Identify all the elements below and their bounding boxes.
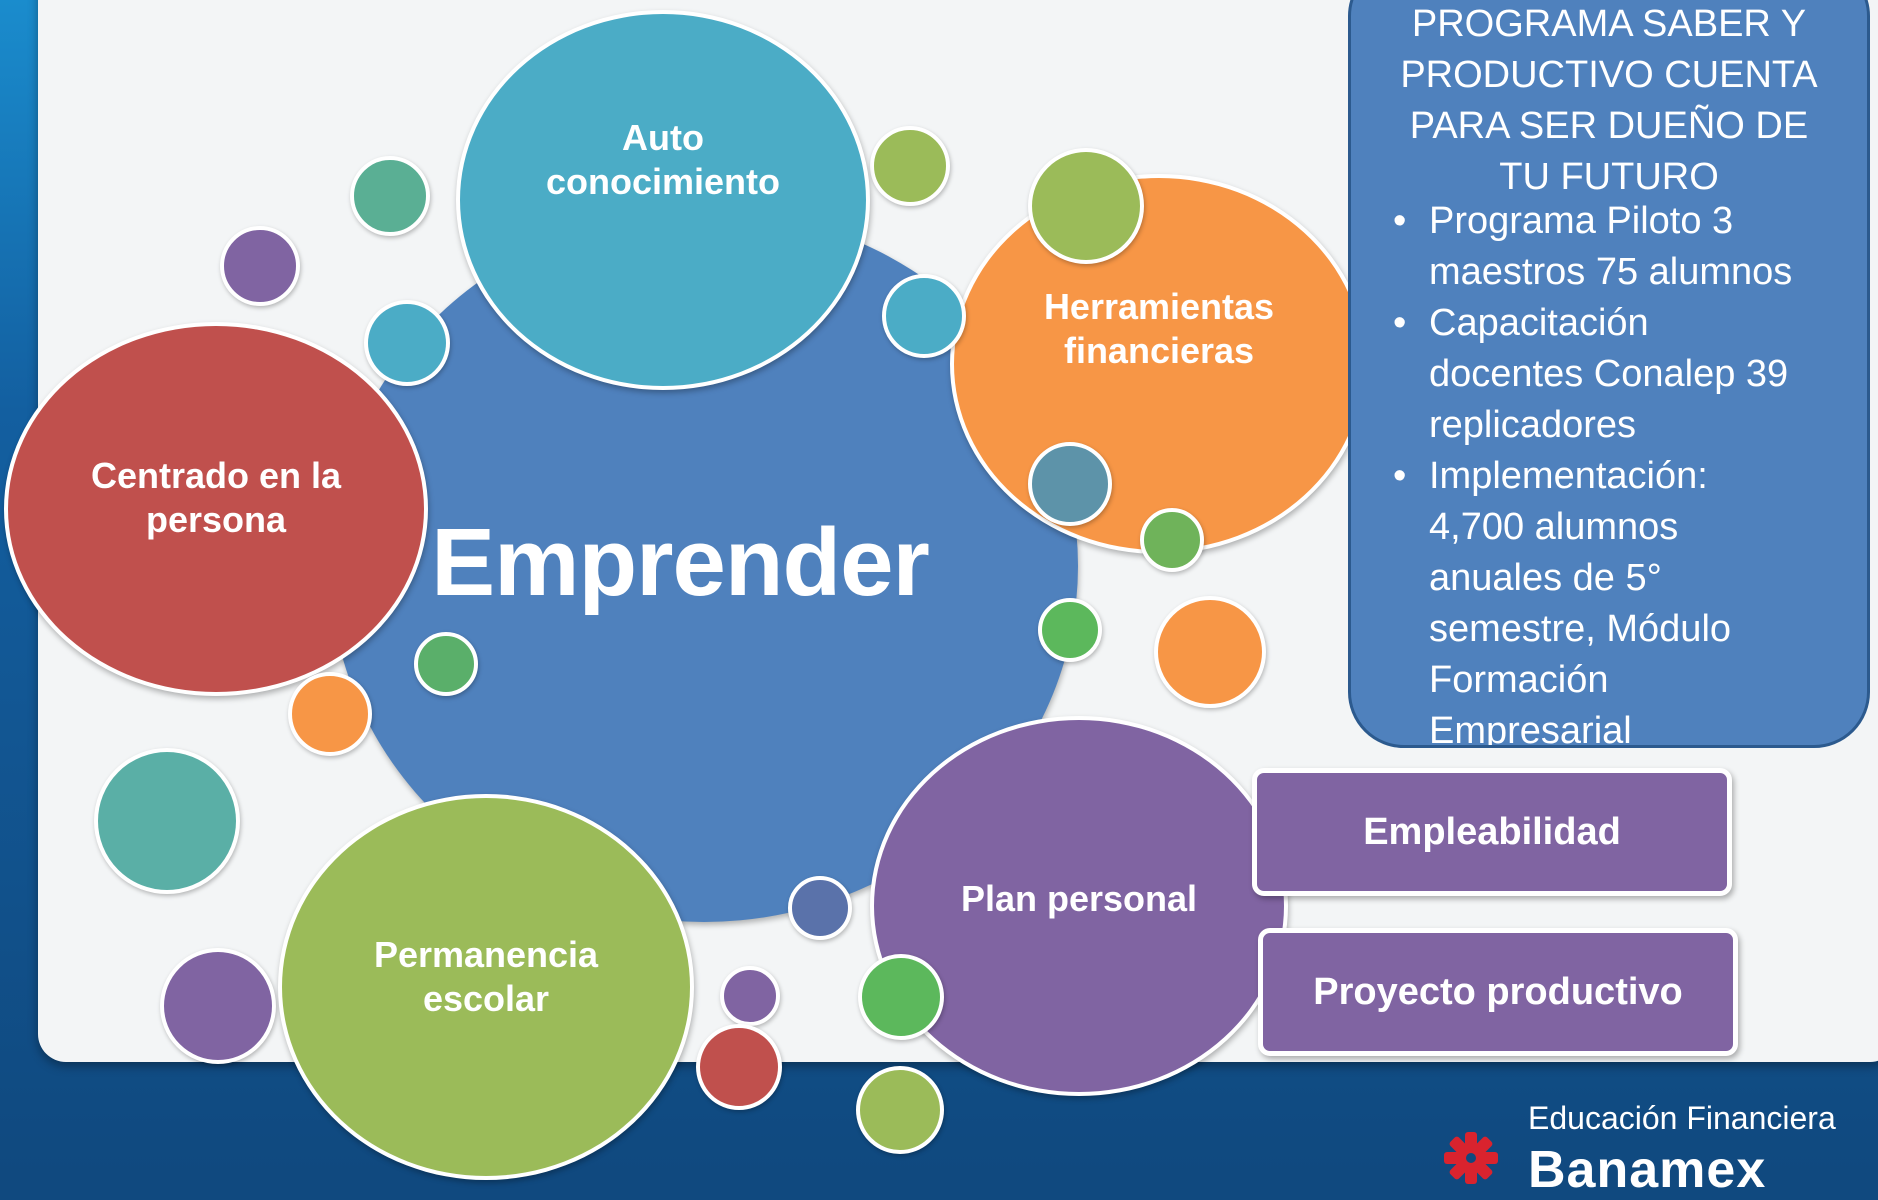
permanencia-circle: Permanencia escolar	[278, 794, 694, 1180]
dot-purple-small	[220, 226, 300, 306]
centrado-circle: Centrado en la persona	[4, 322, 428, 696]
dot-teal-under-auto	[364, 300, 450, 386]
plan-personal-circle: Plan personal	[870, 716, 1288, 1096]
centrado-label-line2: persona	[145, 499, 287, 540]
permanencia-label-line1: Permanencia	[373, 934, 599, 976]
proyecto-productivo-label: Proyecto productivo	[1313, 970, 1683, 1013]
bullet-implementacion-line1: Implementación:	[1429, 455, 1708, 497]
permanencia-label-line2: escolar	[422, 978, 550, 1019]
herramientas-label-line2: financieras	[1063, 330, 1255, 371]
auto-label-line1: Auto	[622, 117, 704, 159]
program-bullet-list: Programa Piloto 3 maestros 75 alumnos Ca…	[1391, 196, 1847, 748]
program-heading-line1: PROGRAMA SABER Y	[1411, 3, 1807, 45]
bullet-capacitacion-line1: Capacitación	[1429, 302, 1649, 344]
dot-green-herr-bottom	[1140, 508, 1204, 572]
program-info-box: PROGRAMA SABER Y PRODUCTIVO CUENTA PARA …	[1348, 0, 1870, 748]
dot-green-center	[414, 632, 478, 696]
dot-purple-bottom-left	[160, 948, 276, 1064]
centrado-label-line1: Centrado en la	[90, 455, 342, 497]
dot-slate-herr	[1028, 442, 1112, 526]
dot-lightgreen-bottom	[856, 1066, 944, 1154]
bullet-capacitacion-line3: replicadores	[1429, 404, 1636, 446]
dot-purple-bottom	[720, 966, 780, 1026]
bullet-implementacion-line3: anuales de 5°	[1429, 557, 1662, 599]
logo-text-educacion: Educación Financiera	[1528, 1100, 1836, 1136]
program-heading-line2: PRODUCTIVO CUENTA	[1400, 54, 1818, 96]
proyecto-productivo-box: Proyecto productivo	[1258, 928, 1738, 1056]
empleabilidad-label: Empleabilidad	[1363, 810, 1621, 853]
dot-teal-small	[350, 156, 430, 236]
bullet-implementacion: Implementación: 4,700 alumnos anuales de…	[1391, 451, 1847, 748]
bullet-piloto-line1: Programa Piloto 3	[1429, 200, 1734, 242]
program-heading: PROGRAMA SABER Y PRODUCTIVO CUENTA PARA …	[1351, 0, 1867, 203]
bullet-piloto-line2: maestros 75 alumnos	[1429, 251, 1793, 293]
empleabilidad-box: Empleabilidad	[1252, 768, 1732, 896]
banamex-logo-icon	[1444, 1132, 1498, 1184]
herramientas-label-line1: Herramientas	[1043, 286, 1275, 328]
program-heading-line3: PARA SER DUEÑO DE	[1409, 105, 1809, 147]
dot-green-mid	[1038, 598, 1102, 662]
bullet-implementacion-line4: semestre, Módulo	[1429, 608, 1732, 650]
center-title: Emprender	[431, 509, 930, 616]
logo-text-banamex: Banamex	[1528, 1141, 1767, 1199]
dot-green-plan	[858, 954, 944, 1040]
plan-personal-label: Plan personal	[960, 878, 1198, 920]
auto-conocimiento-circle: Auto conocimiento	[456, 10, 870, 390]
dot-orange-left	[288, 672, 372, 756]
dot-red-bottom	[696, 1024, 782, 1110]
bullet-piloto: Programa Piloto 3 maestros 75 alumnos	[1391, 196, 1847, 298]
bullet-capacitacion: Capacitación docentes Conalep 39 replica…	[1391, 298, 1847, 451]
dot-teal-herr-left	[882, 274, 966, 358]
dot-green-top	[870, 126, 950, 206]
bullet-implementacion-line5: Formación	[1429, 659, 1609, 701]
herramientas-circle: Herramientas financieras	[950, 174, 1368, 554]
bullet-implementacion-line6: Empresarial	[1429, 710, 1632, 748]
bullet-implementacion-line2: 4,700 alumnos	[1429, 506, 1679, 548]
auto-label-line2: conocimiento	[545, 161, 781, 202]
bullet-capacitacion-line2: docentes Conalep 39	[1429, 353, 1789, 395]
dot-green-herr-top	[1028, 148, 1144, 264]
dot-slate-bottom	[788, 876, 852, 940]
dot-orange-right	[1154, 596, 1266, 708]
program-heading-line4: TU FUTURO	[1499, 156, 1719, 198]
dot-teal-left	[94, 748, 240, 894]
